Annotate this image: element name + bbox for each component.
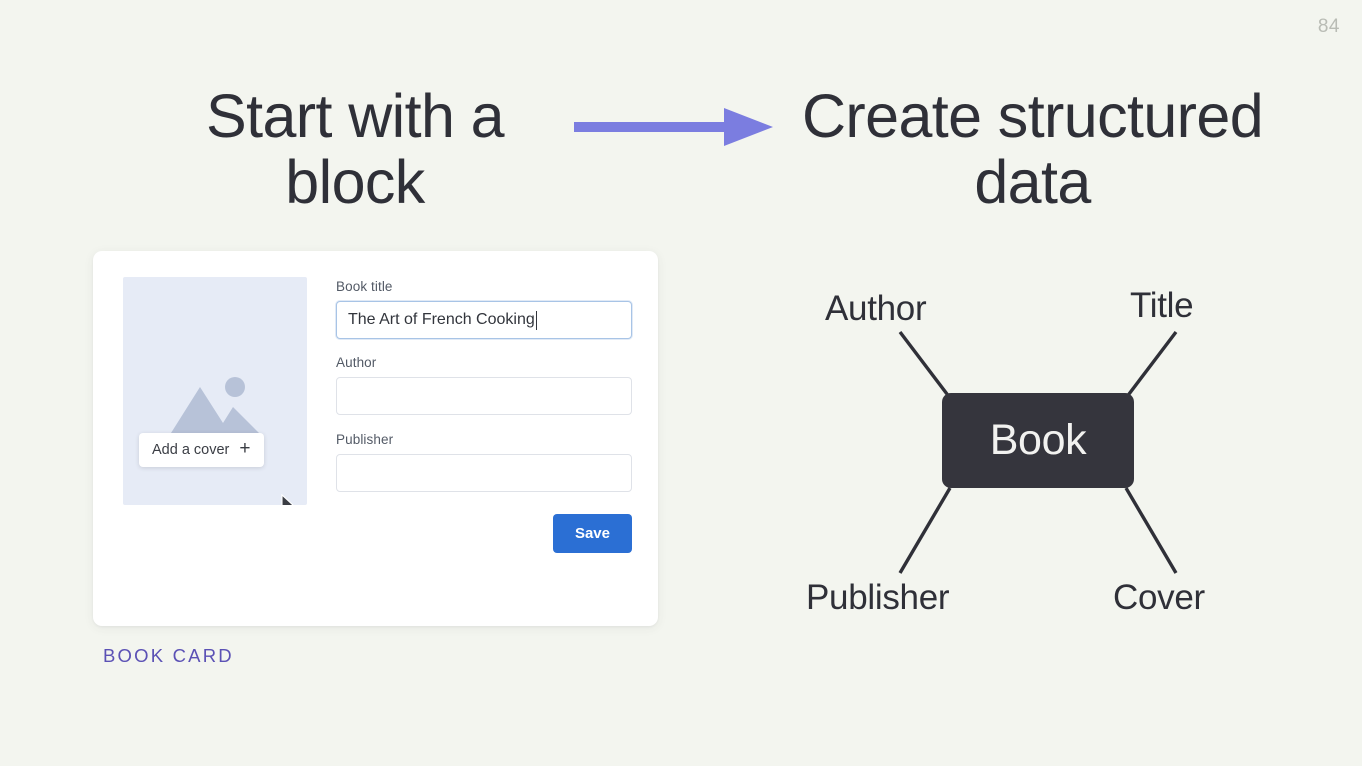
book-title-label: Book title: [336, 279, 393, 294]
author-label: Author: [336, 355, 377, 370]
author-input[interactable]: [336, 377, 632, 415]
save-button[interactable]: Save: [552, 514, 632, 553]
page-number: 84: [1317, 16, 1340, 37]
book-card-caption: BOOK CARD: [103, 645, 234, 666]
book-node-label: Book: [989, 416, 1087, 464]
heading-right: Create structured data: [801, 82, 1264, 216]
structured-data-diagram: Book Author Title Publisher Cover: [780, 270, 1280, 640]
book-form: Book title The Art of French Cooking Aut…: [336, 279, 632, 553]
add-cover-button[interactable]: Add a cover +: [139, 433, 264, 467]
save-row: Save: [336, 514, 632, 553]
add-cover-label: Add a cover: [152, 441, 230, 458]
mouse-cursor-icon: [281, 493, 297, 505]
book-title-input[interactable]: The Art of French Cooking: [336, 301, 632, 339]
book-node-box: [942, 393, 1134, 488]
publisher-label: Publisher: [336, 432, 394, 447]
diagram-edges: [898, 330, 1178, 574]
book-title-value: The Art of French Cooking: [348, 311, 535, 328]
image-placeholder-icon: [167, 373, 263, 442]
edge-author: [898, 330, 952, 400]
arrow-right-icon: [572, 104, 777, 150]
diagram-label-author: Author: [825, 289, 927, 328]
book-card: Add a cover + Book title The Art of Fren…: [93, 251, 658, 626]
plus-icon: +: [239, 438, 251, 459]
field-group-publisher: Publisher: [336, 432, 632, 492]
edge-title: [1124, 330, 1178, 400]
publisher-input[interactable]: [336, 454, 632, 492]
text-caret: [535, 310, 537, 330]
cover-thumbnail[interactable]: Add a cover +: [123, 277, 307, 505]
field-group-author: Author: [336, 355, 632, 415]
diagram-label-publisher: Publisher: [806, 578, 950, 617]
field-group-book-title: Book title The Art of French Cooking: [336, 279, 632, 339]
heading-left: Start with a block: [206, 82, 505, 216]
edge-publisher: [898, 487, 952, 574]
diagram-label-title: Title: [1130, 286, 1194, 325]
diagram-label-cover: Cover: [1113, 578, 1205, 617]
edge-cover: [1124, 487, 1178, 574]
